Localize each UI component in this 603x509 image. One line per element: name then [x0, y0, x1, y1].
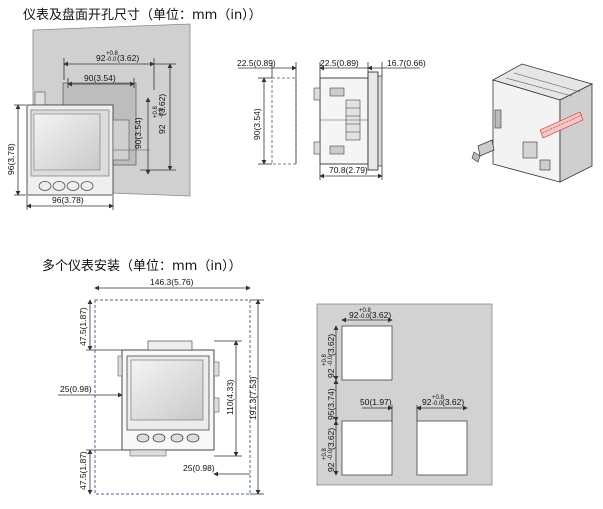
layout-right-width-in-label: (3.62) — [442, 397, 464, 407]
multi-meter-keypad — [136, 433, 200, 443]
multi-install-heading: 多个仪表安装（单位：mm（in）） — [42, 259, 242, 274]
multi-install-figure: 146.3(5.76) 47.5(1.87) 25(0.98) 47.5(1.8… — [58, 277, 264, 495]
layout-right-width-label: 92 — [422, 397, 432, 407]
vertical-pitch-label: 95(3.74) — [326, 388, 336, 420]
face-height-label: 96(3.78) — [6, 143, 16, 175]
layout-top-height-tol-plus: +0.8 — [322, 353, 328, 366]
installation-envelope — [94, 299, 251, 495]
layout-top-tol-minus: -0.0 — [359, 314, 370, 320]
meter-display-screen — [33, 113, 101, 171]
multi-meter-screen — [130, 359, 204, 421]
layout-bottom-height-in-label: (3.62) — [326, 428, 336, 450]
cutout-height-label: 92 — [157, 124, 167, 134]
top-margin-label: 47.5(1.87) — [78, 307, 88, 346]
isometric-view-figure — [471, 63, 594, 183]
layout-bottom-height-label: 92 — [326, 462, 336, 472]
cutout-width-label: 92 — [96, 53, 106, 63]
body-height-label: 90(3.54) — [133, 117, 143, 149]
cutout-height-tol-minus: -0.0 — [159, 107, 165, 118]
layout-top-height-label: 92 — [326, 368, 336, 378]
cutout-top-left — [341, 325, 393, 381]
cutout-width-in-label: (3.62) — [117, 53, 139, 63]
body-depth-label: 70.8(2.79) — [329, 165, 368, 175]
layout-top-tol-plus: +0.8 — [359, 308, 372, 314]
panel-cutout-heading: 仪表及盘面开孔尺寸（单位：mm（in）） — [23, 8, 262, 23]
bezel-depth-label: 16.7(0.66) — [387, 58, 426, 68]
clip-left-label: 22.5(0.89) — [237, 58, 276, 68]
clip-right-label: 22.5(0.89) — [320, 58, 359, 68]
cutout-height-in-label: (3.62) — [157, 94, 167, 116]
layout-top-height-tol-minus: -0.0 — [328, 355, 334, 366]
right-gap-label: 25(0.98) — [183, 463, 215, 473]
cutout-width-tol-minus: -0.0 — [106, 57, 117, 63]
meter-height-label: 110(4.33) — [225, 379, 235, 415]
side-view-figure: 22.5(0.89) 22.5(0.89) 16.7(0.66) 90(3.54… — [237, 58, 426, 180]
cutout-width-tol-plus: +0.8 — [106, 51, 119, 57]
layout-top-height-in-label: (3.62) — [326, 334, 336, 356]
cutout-bottom-left — [341, 420, 393, 476]
horizontal-gap-label: 50(1.97) — [360, 397, 392, 407]
layout-bottom-height-tol-plus: +0.8 — [322, 447, 328, 460]
body-width-label: 90(3.54) — [84, 73, 116, 83]
layout-bottom-height-tol-minus: -0.0 — [328, 449, 334, 460]
layout-top-width-in-label: (3.62) — [369, 310, 391, 320]
face-width-label: 96(3.78) — [52, 195, 84, 205]
left-gap-label: 25(0.98) — [60, 384, 92, 394]
layout-right-tol-minus: -0.0 — [432, 401, 443, 407]
meter-keypad — [38, 181, 94, 191]
total-width-label: 146.3(5.76) — [150, 277, 194, 287]
cutout-layout-figure: 92 +0.8 -0.0 (3.62) 92 +0.8 -0.0 (3.62) … — [316, 303, 493, 486]
front-view-figure: 92 +0.8 -0.0 (3.62) 90(3.54) 90(3.54) 92… — [6, 23, 191, 210]
cutout-bottom-right — [416, 420, 468, 476]
total-height-label: 191.3(7.53) — [248, 376, 258, 420]
cutout-height-tol-plus: +0.8 — [153, 105, 159, 118]
layout-right-tol-plus: +0.8 — [432, 395, 445, 401]
layout-top-width-label: 92 — [349, 310, 359, 320]
bottom-margin-label: 47.5(1.87) — [78, 451, 88, 490]
side-body-height-label: 90(3.54) — [252, 108, 262, 140]
